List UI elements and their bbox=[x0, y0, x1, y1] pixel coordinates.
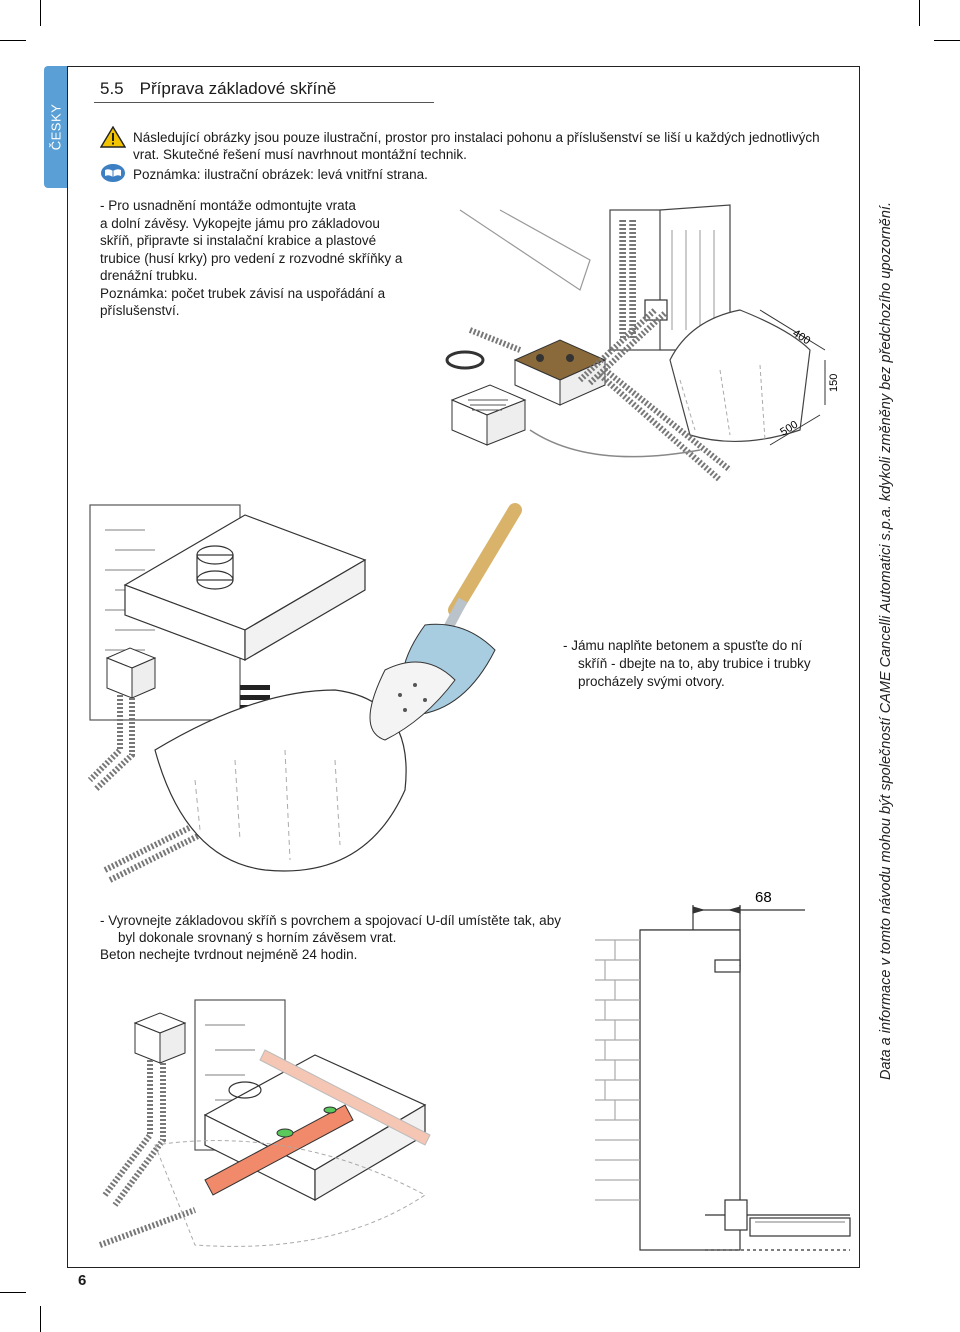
excavation-illustration: 400 150 500 bbox=[445, 204, 840, 483]
step2-line1: - Jámu naplňte betonem a spusťte do ní bbox=[563, 638, 803, 653]
step1-line7: příslušenství. bbox=[100, 303, 180, 318]
section-heading: 5.5 Příprava základové skříně bbox=[100, 79, 336, 99]
crop-mark bbox=[0, 40, 26, 41]
step1-line4: trubice (husí krky) pro vedení z rozvodn… bbox=[100, 251, 403, 266]
concrete-pour-illustration bbox=[87, 503, 522, 883]
step1-line3: skříň, připravte si instalační krabice a… bbox=[100, 233, 377, 248]
page-number: 6 bbox=[78, 1272, 87, 1289]
step1-line2: a dolní závěsy. Vykopejte jámu pro zákla… bbox=[100, 216, 380, 231]
illustration-note: Poznámka: ilustrační obrázek: levá vnitř… bbox=[133, 167, 428, 182]
warning-note-line1: Následující obrázky jsou pouze ilustračn… bbox=[133, 130, 820, 145]
pit-outline bbox=[669, 309, 811, 443]
step1-line1: - Pro usnadnění montáže odmontujte vrata bbox=[100, 198, 356, 213]
crop-mark bbox=[40, 1306, 41, 1332]
title-divider bbox=[94, 102, 434, 103]
language-tab-label: ČESKY bbox=[48, 103, 64, 151]
step3-line2: byl dokonale srovnaný s horním závěsem v… bbox=[118, 930, 397, 945]
step3-line3: Beton nechejte tvrdnout nejméně 24 hodin… bbox=[100, 947, 358, 962]
levelling-illustration bbox=[98, 999, 431, 1248]
crop-mark bbox=[0, 1292, 26, 1293]
crop-mark bbox=[40, 0, 41, 26]
language-tab: ČESKY bbox=[44, 66, 68, 188]
step1-line5: drenážní trubku. bbox=[100, 268, 198, 283]
content-frame bbox=[67, 66, 860, 1268]
step3-line1: - Vyrovnejte základovou skříň s povrchem… bbox=[100, 913, 561, 928]
legal-side-note: Data a informace v tomto návodu mohou bý… bbox=[878, 202, 894, 1080]
step2-line3: procházely svými otvory. bbox=[578, 674, 725, 689]
open-book-icon bbox=[101, 164, 125, 182]
crop-mark bbox=[934, 40, 960, 41]
crop-mark bbox=[919, 0, 920, 26]
warning-note-line2: vrat. Skutečné řešení musí navrhnout mon… bbox=[133, 147, 467, 162]
step1-line6: Poznámka: počet trubek závisí na uspořád… bbox=[100, 286, 386, 301]
section-number: 5.5 bbox=[100, 79, 124, 98]
cross-section-illustration: 68 bbox=[595, 889, 851, 1251]
dim-68: 68 bbox=[755, 889, 772, 906]
step2-line2: skříň - dbejte na to, aby trubice i trub… bbox=[578, 656, 811, 671]
section-title: Příprava základové skříně bbox=[139, 79, 337, 98]
dim-150: 150 bbox=[828, 374, 840, 392]
spirit-level-icon bbox=[204, 1049, 431, 1196]
warning-triangle-icon bbox=[100, 126, 126, 148]
